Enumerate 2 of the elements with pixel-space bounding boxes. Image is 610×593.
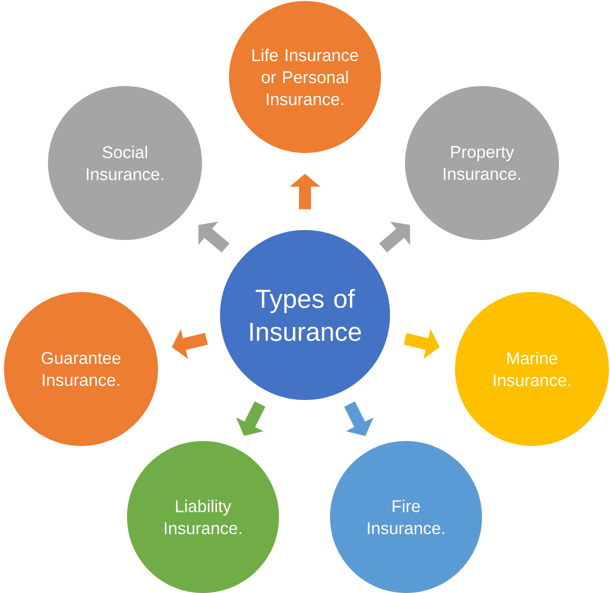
block-arrow (344, 401, 374, 436)
block-arrow (379, 222, 410, 252)
